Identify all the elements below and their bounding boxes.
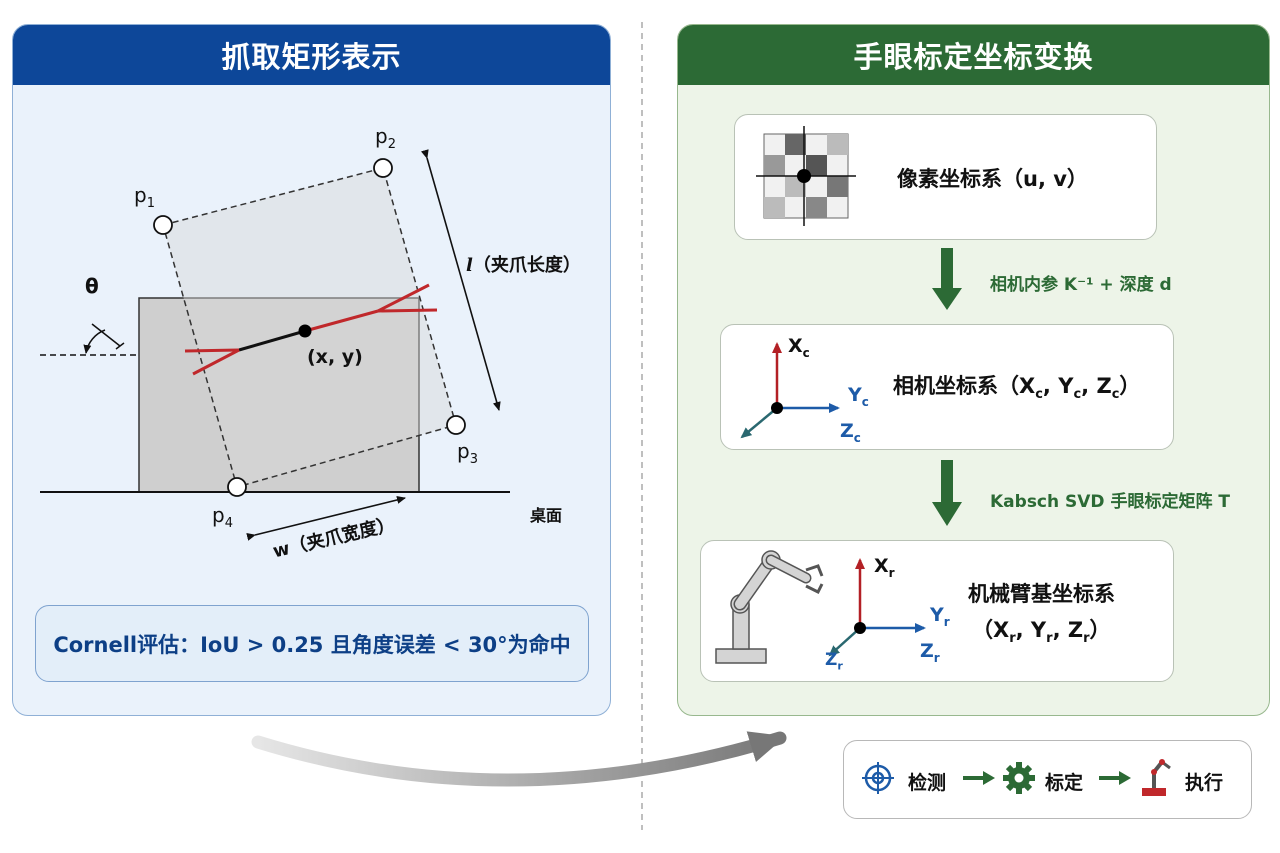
- object-block: [138, 297, 420, 493]
- robot-axis-y-label: Yr: [930, 604, 950, 629]
- robot-frame-coords: （Xr, Yr, Zr）: [972, 618, 1111, 647]
- down-arrow-1: [932, 248, 962, 310]
- gripper-axis-left: [238, 329, 306, 352]
- down-arrow-2: [932, 460, 962, 526]
- camera-axis-y-label: Yc: [848, 384, 869, 409]
- theta-ray: [91, 323, 121, 347]
- camera-axes-icon: [740, 342, 840, 439]
- robot-axis-z-label: Zr: [920, 640, 940, 665]
- gripper-axis-right: [304, 309, 379, 333]
- gripper-jaw-left: [184, 348, 240, 376]
- hand-eye-panel-title: 手眼标定坐标变换: [678, 25, 1269, 85]
- pipeline-flow-box: [843, 740, 1252, 819]
- grasp-center-point: [298, 324, 312, 338]
- flow-detect-label: 检测: [908, 772, 947, 794]
- target-icon: [862, 762, 894, 794]
- label-theta: θ: [85, 274, 99, 298]
- corner-p2: [373, 158, 393, 178]
- corner-p4: [227, 477, 247, 497]
- cornell-criterion-text: Cornell评估：IoU > 0.25 且角度误差 < 30°为命中: [53, 632, 571, 657]
- label-length: l（夹爪长度）: [466, 255, 581, 276]
- label-p2: p2: [375, 124, 396, 152]
- transition-curved-arrow: [251, 731, 787, 787]
- cornell-criterion-box: Cornell评估：IoU > 0.25 且角度误差 < 30°为命中: [35, 605, 589, 682]
- flow-arrow-icon: [963, 771, 995, 785]
- robot-arm-small-icon: [1142, 759, 1171, 796]
- label-table: 桌面: [530, 506, 563, 525]
- step-intrinsics-label: 相机内参 K⁻¹ + 深度 d: [990, 275, 1172, 295]
- camera-frame-box: [720, 324, 1174, 450]
- corner-p3: [446, 415, 466, 435]
- grasp-panel-title: 抓取矩形表示: [13, 25, 610, 85]
- gear-icon: [1003, 762, 1035, 794]
- robot-axis-z-short-label: Zr: [825, 650, 843, 673]
- label-p1: p1: [134, 183, 155, 211]
- corner-p1: [153, 215, 173, 235]
- label-center-xy: (x, y): [307, 346, 363, 368]
- flow-execute-label: 执行: [1185, 772, 1224, 794]
- camera-axis-z-label: Zc: [840, 420, 861, 445]
- robot-arm-icon: [715, 550, 824, 664]
- theta-arc: [83, 329, 106, 354]
- camera-axis-x-label: Xc: [788, 335, 810, 360]
- label-p4: p4: [212, 503, 233, 531]
- theta-ray-tick: [115, 342, 125, 350]
- step-handeye-label: Kabsch SVD 手眼标定矩阵 T: [990, 492, 1230, 512]
- pixel-frame-label: 像素坐标系（u, v）: [897, 167, 1088, 191]
- robot-axes-icon: [828, 558, 926, 657]
- pixel-grid-icon: [756, 126, 856, 226]
- grasp-rectangle-panel: 抓取矩形表示: [12, 24, 611, 716]
- camera-frame-label: 相机坐标系（Xc, Yc, Zc）: [893, 374, 1141, 403]
- robot-frame-label: 机械臂基坐标系: [968, 582, 1115, 606]
- flow-arrow-icon: [1099, 771, 1131, 785]
- width-dimension-arrow: [246, 496, 406, 541]
- robot-axis-x-label: Xr: [874, 555, 895, 580]
- label-p3: p3: [457, 439, 478, 467]
- length-dimension-arrow: [420, 149, 501, 411]
- flow-calibrate-label: 标定: [1045, 772, 1084, 794]
